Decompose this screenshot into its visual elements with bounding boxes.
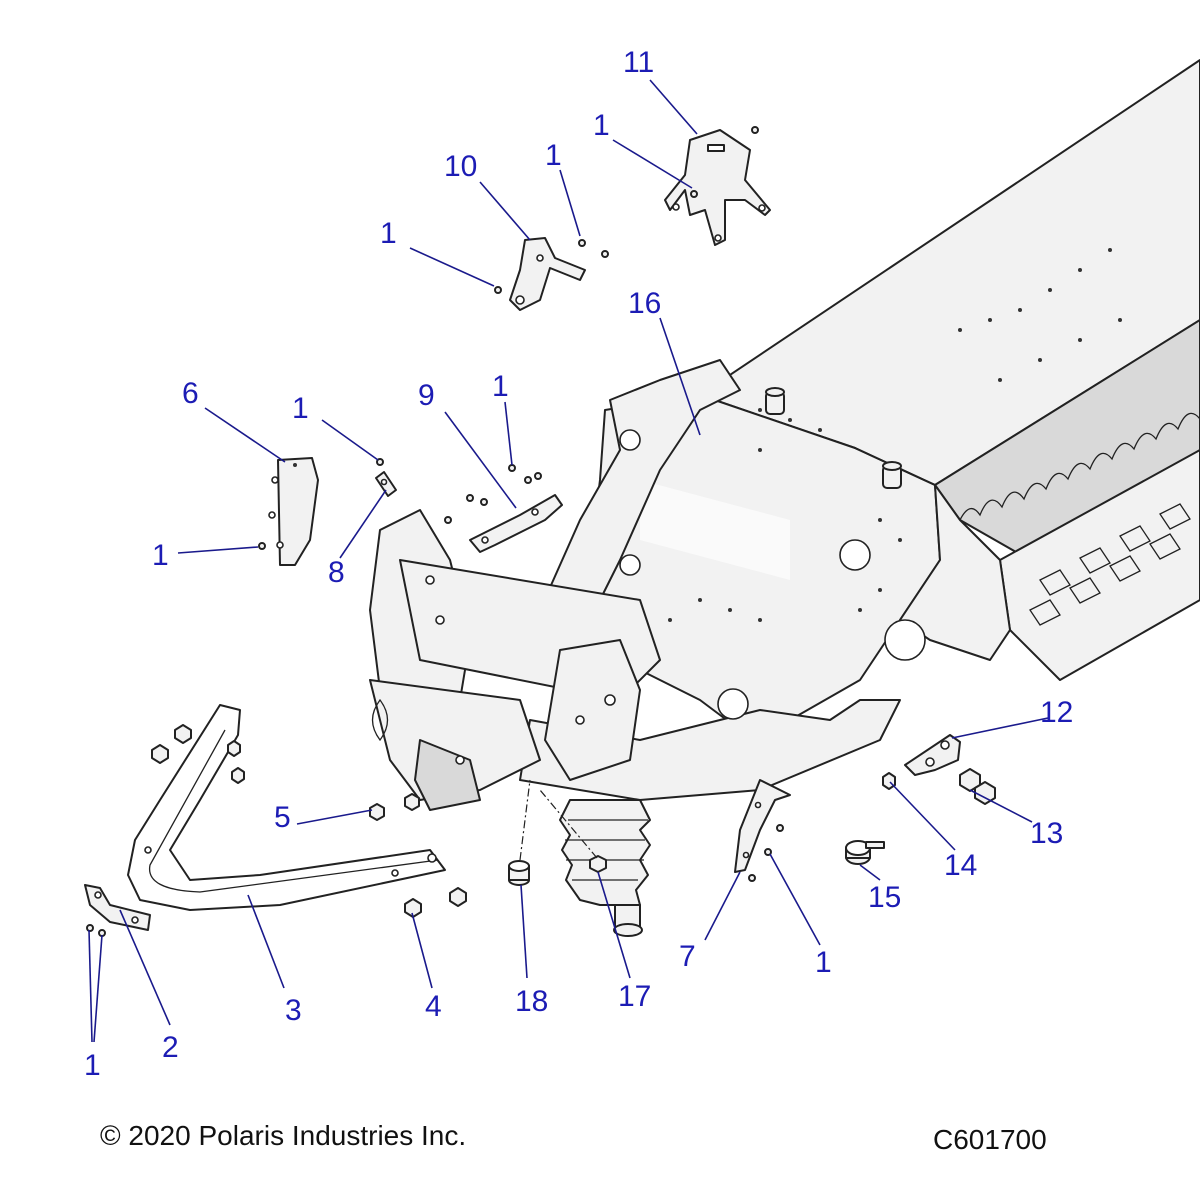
part-12-bracket — [904, 734, 961, 776]
callout-1-a: 1 — [593, 109, 610, 142]
part-7-strap — [734, 779, 791, 873]
callout-16: 16 — [628, 287, 661, 320]
callout-1-d: 1 — [292, 392, 309, 425]
rivet-dots — [668, 248, 1122, 622]
callout-15: 15 — [868, 881, 901, 914]
callout-9: 9 — [418, 379, 435, 412]
front-frame-assembly — [369, 509, 661, 811]
part-9-bracket — [469, 494, 563, 553]
callout-14: 14 — [944, 849, 977, 882]
callout-1-f: 1 — [152, 539, 169, 572]
callout-1-h: 1 — [84, 1049, 101, 1082]
callout-17: 17 — [618, 980, 651, 1013]
part-8-tab — [375, 471, 397, 497]
callout-1-b: 1 — [545, 139, 562, 172]
callout-labels: 11 1 10 1 1 16 6 1 9 1 1 8 12 5 13 14 15… — [84, 46, 1073, 1082]
shock-boot — [559, 799, 651, 937]
screws — [86, 126, 784, 937]
part-3-bumper — [127, 704, 446, 911]
leader-lines — [88, 79, 1049, 1043]
callout-7: 7 — [679, 940, 696, 973]
callout-11: 11 — [623, 46, 654, 79]
drawing-code: C601700 — [933, 1124, 1047, 1155]
callout-1-e: 1 — [492, 370, 509, 403]
part-10-bracket — [509, 237, 586, 311]
part-2-plate — [84, 884, 151, 931]
callout-1-g: 1 — [815, 946, 832, 979]
callout-13: 13 — [1030, 817, 1063, 850]
callout-18: 18 — [515, 985, 548, 1018]
callout-8: 8 — [328, 556, 345, 589]
copyright-notice: © 2020 Polaris Industries Inc. — [100, 1120, 467, 1151]
callout-4: 4 — [425, 990, 442, 1023]
callout-1-c: 1 — [380, 217, 397, 250]
callout-3: 3 — [285, 994, 302, 1027]
hardware-fasteners — [86, 126, 996, 937]
part-11-bracket — [664, 129, 771, 246]
callout-2: 2 — [162, 1031, 179, 1064]
part-6-cover — [268, 457, 319, 566]
chassis-tunnel — [519, 59, 1200, 801]
callout-5: 5 — [274, 801, 291, 834]
callout-6: 6 — [182, 377, 199, 410]
callout-10: 10 — [444, 150, 477, 183]
callout-12: 12 — [1040, 696, 1073, 729]
